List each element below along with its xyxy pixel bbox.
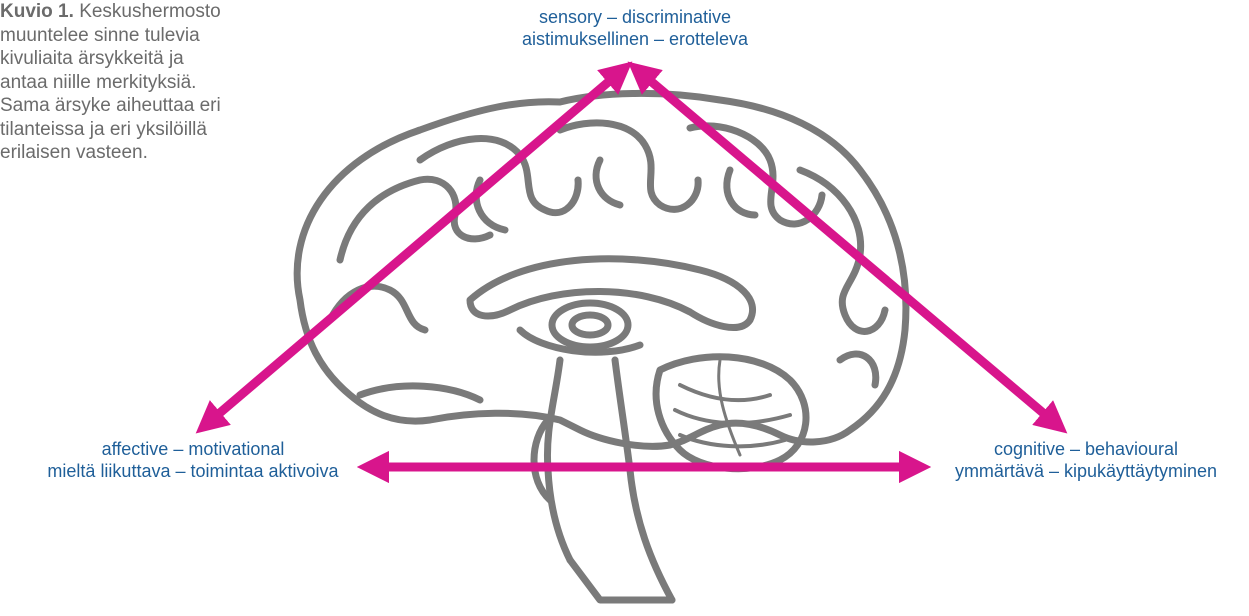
brain-sagittal-icon	[297, 93, 906, 600]
node-sensory: sensory – discriminative aistimukselline…	[455, 6, 815, 50]
node-affective-en: affective – motivational	[5, 438, 381, 460]
node-cognitive: cognitive – behavioural ymmärtävä – kipu…	[928, 438, 1244, 482]
node-sensory-fi: aistimuksellinen – erotteleva	[455, 28, 815, 50]
node-cognitive-en: cognitive – behavioural	[928, 438, 1244, 460]
node-affective: affective – motivational mieltä liikutta…	[5, 438, 381, 482]
arrow-sensory-cognitive	[640, 72, 1055, 423]
node-sensory-en: sensory – discriminative	[455, 6, 815, 28]
node-affective-fi: mieltä liikuttava – toimintaa aktivoiva	[5, 460, 381, 482]
node-cognitive-fi: ymmärtävä – kipukäyttäytyminen	[928, 460, 1244, 482]
